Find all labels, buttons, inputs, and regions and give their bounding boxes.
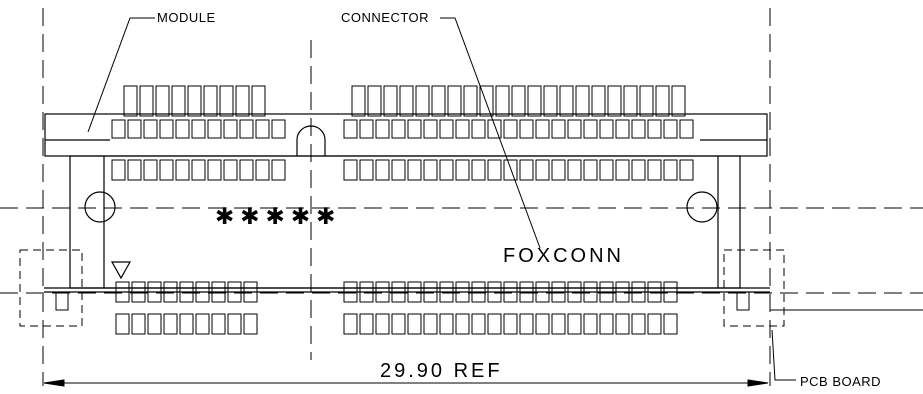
module-label: MODULE: [157, 10, 216, 25]
centerlines: [0, 8, 923, 386]
dimension-label: 29.90 REF: [380, 360, 503, 382]
leader-lines: [87, 17, 923, 381]
star-marks: ✱✱✱✱✱: [215, 203, 342, 229]
connector-label: CONNECTOR: [341, 10, 430, 25]
foxconn-logo: FOXCONN: [503, 245, 624, 267]
dimension-line: [43, 379, 769, 387]
pcb-board-label: PCB BOARD: [800, 374, 882, 389]
connector-body: [44, 155, 770, 293]
contact-pins: [111, 85, 694, 335]
side-latches: [19, 249, 785, 327]
